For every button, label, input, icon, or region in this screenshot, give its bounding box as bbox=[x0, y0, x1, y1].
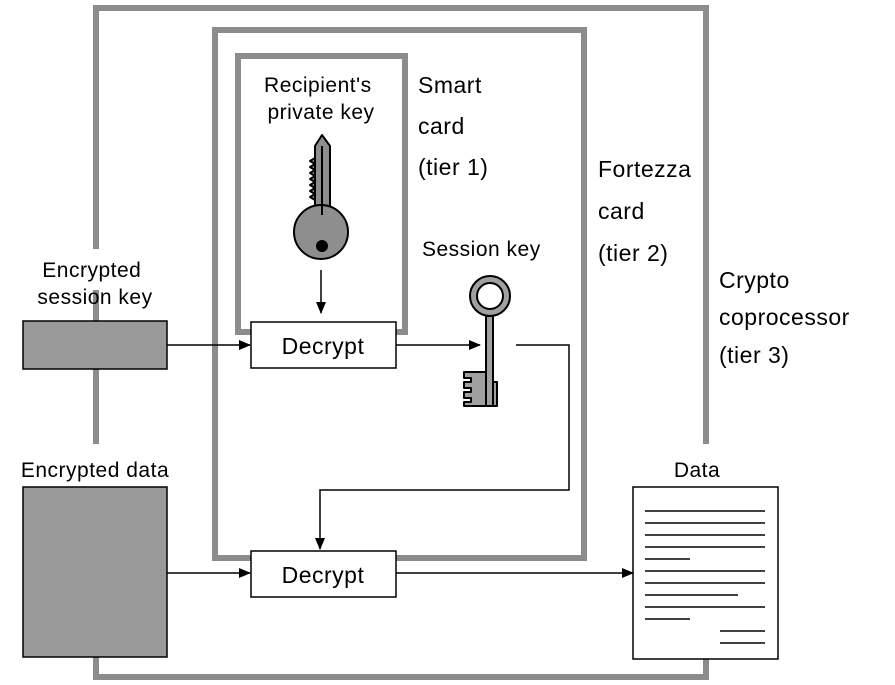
fortezza-card-border bbox=[212, 27, 587, 561]
session-key-label: Session key bbox=[422, 238, 541, 261]
data-label: Data bbox=[674, 459, 720, 482]
private-key-label: Recipient's private key bbox=[264, 74, 378, 124]
session-key-icon bbox=[463, 275, 511, 407]
encrypted-data-box bbox=[22, 486, 168, 658]
decrypt-bottom-label: Decrypt bbox=[282, 562, 365, 588]
fortezza-card-label: Fortezza card (tier 2) bbox=[598, 156, 698, 266]
decrypt-bottom-box bbox=[250, 550, 397, 598]
decrypt-top-box bbox=[250, 321, 397, 369]
encrypted-data-label: Encrypted data bbox=[21, 459, 169, 482]
smart-card-label: Smart card (tier 1) bbox=[418, 72, 489, 180]
document-icon bbox=[632, 486, 779, 660]
encrypted-session-key-box bbox=[22, 320, 168, 370]
encrypted-session-key-label: Encrypted session key bbox=[37, 259, 152, 309]
decrypt-top-label: Decrypt bbox=[282, 333, 365, 359]
crypto-coprocessor-border bbox=[93, 5, 709, 680]
crypto-coprocessor-label: Crypto coprocessor (tier 3) bbox=[719, 267, 857, 368]
private-key-icon bbox=[293, 134, 349, 260]
connector-session-key-to-bottom-decrypt bbox=[315, 344, 570, 550]
